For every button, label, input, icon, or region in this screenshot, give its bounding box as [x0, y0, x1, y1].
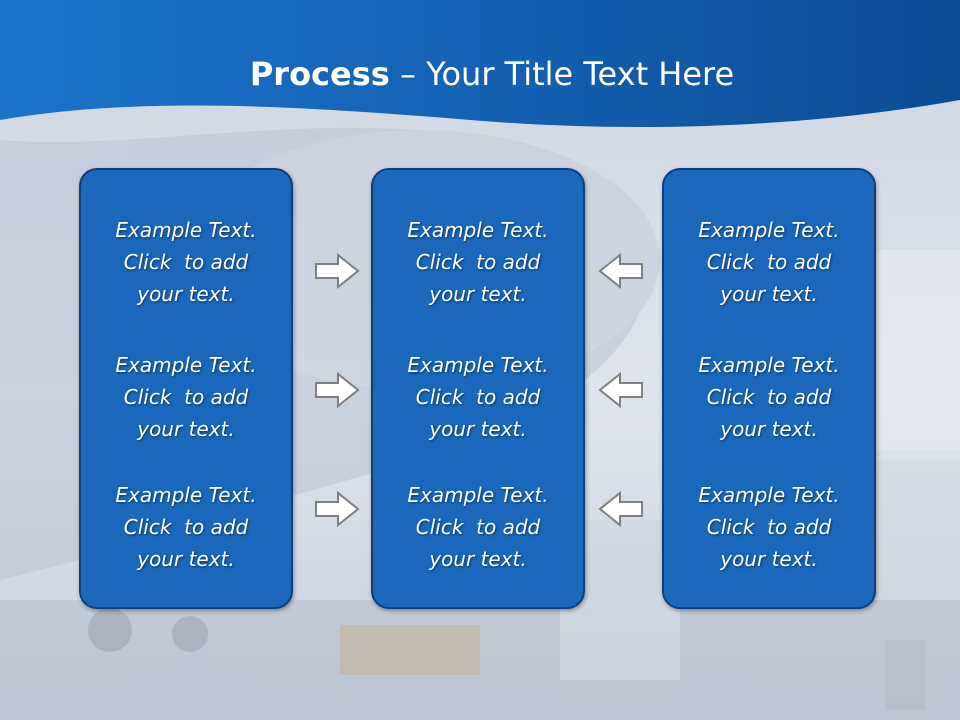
text-line: your text.	[720, 417, 818, 441]
process-box-left[interactable]: Example Text. Click to add your text. Ex…	[79, 168, 293, 609]
text-line: Example Text.	[698, 353, 840, 377]
text-item[interactable]: Example Text. Click to add your text.	[664, 479, 874, 575]
text-line: your text.	[429, 282, 527, 306]
text-line: Click to add	[706, 385, 832, 409]
process-box-center[interactable]: Example Text. Click to add your text. Ex…	[371, 168, 585, 609]
text-line: Click to add	[706, 250, 832, 274]
text-line: Click to add	[415, 385, 541, 409]
text-item[interactable]: Example Text. Click to add your text.	[81, 214, 291, 310]
text-line: your text.	[137, 282, 235, 306]
text-line: your text.	[137, 547, 235, 571]
text-line: Example Text.	[115, 483, 257, 507]
text-line: Click to add	[706, 515, 832, 539]
title-rest: – Your Title Text Here	[389, 55, 735, 93]
text-line: Example Text.	[115, 218, 257, 242]
process-box-right[interactable]: Example Text. Click to add your text. Ex…	[662, 168, 876, 609]
text-line: Example Text.	[115, 353, 257, 377]
arrow-right-icon	[315, 252, 360, 290]
text-line: Click to add	[123, 515, 249, 539]
text-item[interactable]: Example Text. Click to add your text.	[373, 479, 583, 575]
text-line: Click to add	[415, 515, 541, 539]
text-line: your text.	[720, 547, 818, 571]
arrow-left-icon	[598, 371, 643, 409]
text-line: Example Text.	[698, 483, 840, 507]
arrow-right-icon	[315, 371, 360, 409]
text-line: your text.	[720, 282, 818, 306]
text-line: your text.	[429, 547, 527, 571]
arrow-left-icon	[598, 252, 643, 290]
slide-title: Process – Your Title Text Here	[0, 52, 960, 96]
arrow-right-icon	[315, 490, 360, 528]
arrow-left-icon	[598, 490, 643, 528]
text-item[interactable]: Example Text. Click to add your text.	[373, 214, 583, 310]
text-line: Example Text.	[407, 353, 549, 377]
text-line: your text.	[429, 417, 527, 441]
text-line: your text.	[137, 417, 235, 441]
title-bold: Process	[249, 55, 390, 93]
text-line: Click to add	[123, 385, 249, 409]
text-item[interactable]: Example Text. Click to add your text.	[664, 349, 874, 445]
text-line: Example Text.	[407, 483, 549, 507]
text-item[interactable]: Example Text. Click to add your text.	[81, 349, 291, 445]
text-line: Click to add	[415, 250, 541, 274]
text-line: Click to add	[123, 250, 249, 274]
text-item[interactable]: Example Text. Click to add your text.	[373, 349, 583, 445]
text-item[interactable]: Example Text. Click to add your text.	[81, 479, 291, 575]
text-line: Example Text.	[407, 218, 549, 242]
text-item[interactable]: Example Text. Click to add your text.	[664, 214, 874, 310]
text-line: Example Text.	[698, 218, 840, 242]
